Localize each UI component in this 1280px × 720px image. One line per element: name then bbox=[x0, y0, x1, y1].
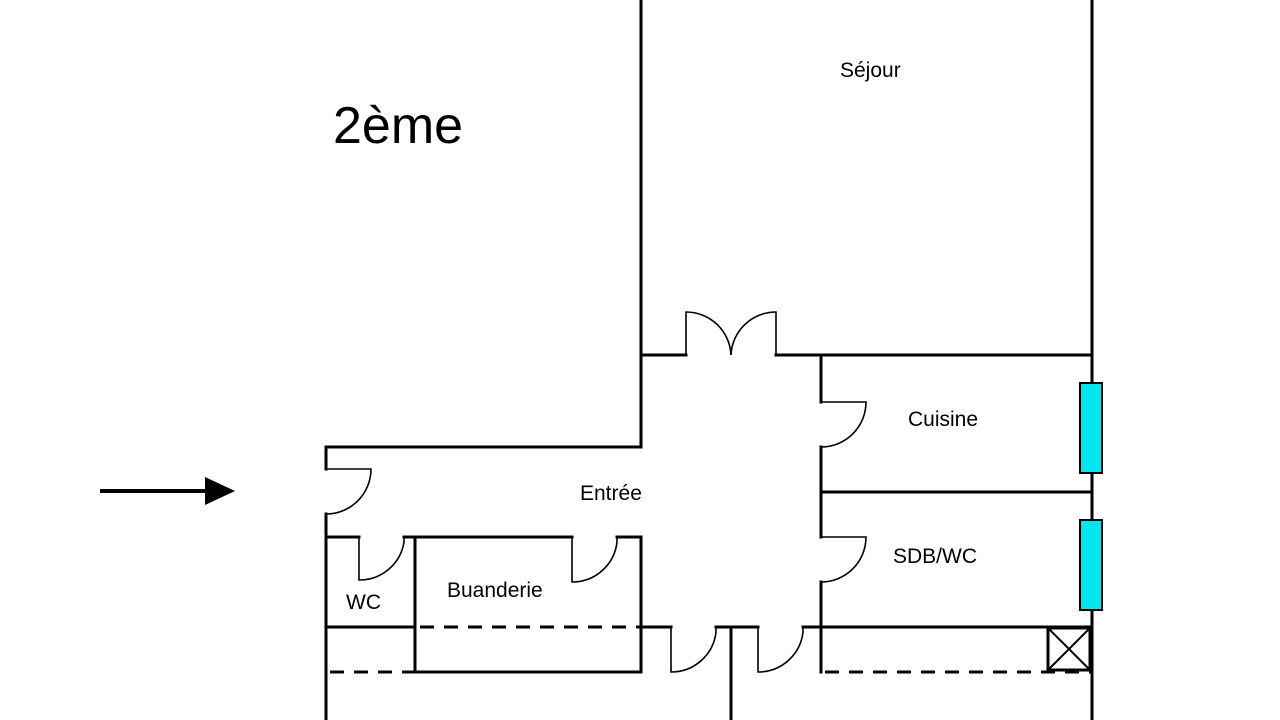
door-cuisine bbox=[820, 401, 867, 448]
door-lower-left bbox=[670, 627, 717, 673]
window-sdb bbox=[1079, 519, 1103, 611]
door-buanderie bbox=[571, 537, 618, 583]
door-sdb bbox=[820, 536, 867, 583]
windows bbox=[1079, 382, 1103, 611]
door-sejour-double bbox=[685, 311, 777, 356]
door-wc bbox=[358, 537, 405, 581]
floor-label: 2ème bbox=[333, 97, 463, 155]
room-label-sdb-wc: SDB/WC bbox=[893, 545, 977, 568]
room-label-buanderie: Buanderie bbox=[447, 579, 543, 602]
room-label-cuisine: Cuisine bbox=[908, 408, 978, 431]
walls bbox=[324, 0, 1094, 720]
room-label-entree: Entrée bbox=[580, 482, 642, 505]
room-label-wc: WC bbox=[346, 591, 381, 614]
arrow-right-icon bbox=[100, 477, 235, 505]
door-lower-right bbox=[757, 627, 804, 673]
dashed-partitions bbox=[330, 625, 1092, 674]
doors bbox=[325, 311, 867, 673]
window-cuisine bbox=[1079, 382, 1103, 474]
room-label-sejour: Séjour bbox=[840, 59, 901, 82]
crossed-box-icon bbox=[1046, 626, 1092, 672]
door-entrance bbox=[325, 468, 372, 515]
